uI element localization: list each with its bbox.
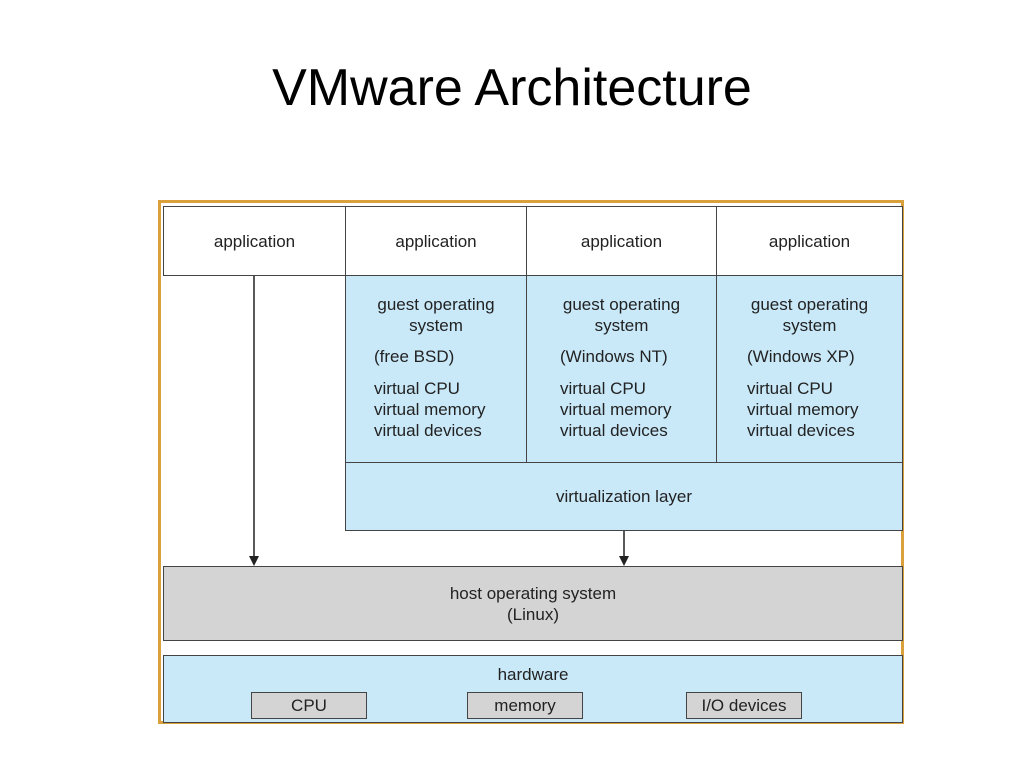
slide-title: VMware Architecture [272,59,752,117]
virtual-devices-label: virtual devices [374,421,482,440]
virtual-cpu-label: virtual CPU [374,379,460,398]
arrow-head [249,556,259,566]
guest-os-resources: virtual CPU virtual memory virtual devic… [717,378,902,441]
guest-os-box-1: guest operating system (free BSD) virtua… [345,275,527,463]
application-label: application [768,231,851,251]
guest-os-resources: virtual CPU virtual memory virtual devic… [346,378,526,441]
application-label: application [580,231,663,251]
guest-os-resources: virtual CPU virtual memory virtual devic… [527,378,716,441]
hardware-box: hardware CPU memory I/O devices [163,655,903,723]
host-os-name: (Linux) [507,604,559,624]
virtual-cpu-label: virtual CPU [747,379,833,398]
virtualization-layer-box: virtualization layer [345,462,903,531]
application-box-1: application [163,206,346,276]
hardware-io-devices-box: I/O devices [686,692,802,719]
virtual-cpu-label: virtual CPU [560,379,646,398]
host-os-box: host operating system (Linux) [163,566,903,641]
application-label: application [213,231,296,251]
guest-os-box-3: guest operating system (Windows XP) virt… [716,275,903,463]
guest-os-title: guest operating [562,295,681,314]
hardware-memory-label: memory [494,696,556,715]
guest-os-title: guest operating [377,295,495,314]
virtualization-layer-label: virtualization layer [555,487,693,506]
guest-os-title: system [409,316,463,335]
virtual-memory-label: virtual memory [747,400,859,419]
virtual-memory-label: virtual memory [374,400,486,419]
guest-os-title: system [594,316,649,335]
guest-os-name: (Windows NT) [560,347,668,366]
guest-os-name: (Windows XP) [747,347,855,366]
hardware-memory-box: memory [467,692,583,719]
hardware-label: hardware [497,665,569,684]
guest-os-box-2: guest operating system (Windows NT) virt… [526,275,717,463]
hardware-cpu-box: CPU [251,692,367,719]
hardware-cpu-label: CPU [291,696,327,715]
application-label: application [395,231,477,251]
virtual-devices-label: virtual devices [747,421,855,440]
guest-os-name: (free BSD) [374,347,455,366]
arrow-head [619,556,629,566]
hardware-io-devices-label: I/O devices [701,696,787,715]
virtual-devices-label: virtual devices [560,421,668,440]
guest-os-title: system [782,316,837,335]
guest-os-title: guest operating [750,295,869,314]
host-os-label: host operating system [449,583,617,603]
virtual-memory-label: virtual memory [560,400,672,419]
